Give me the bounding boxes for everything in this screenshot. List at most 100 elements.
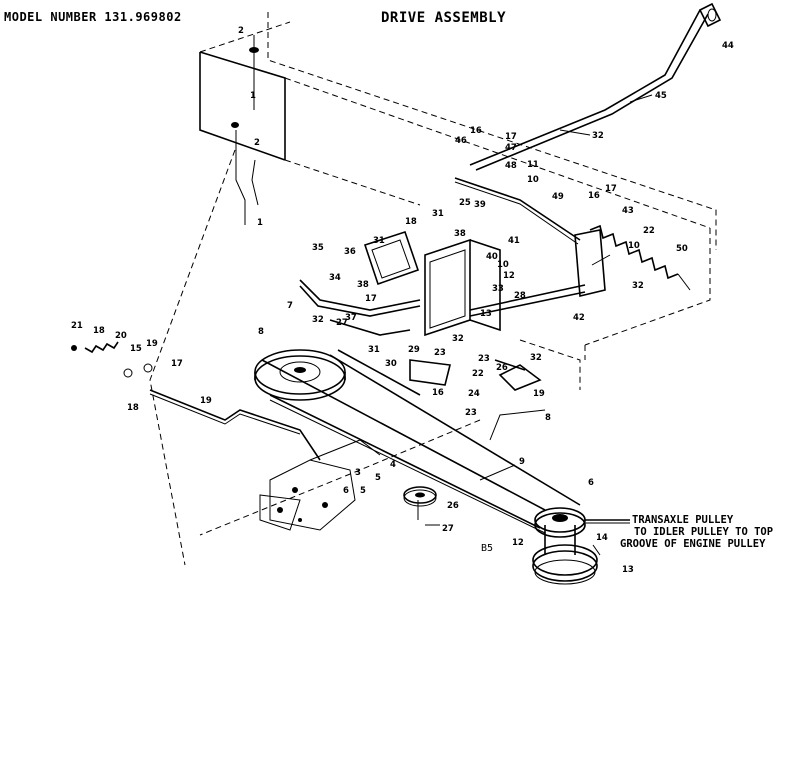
part-label: 13 <box>480 309 492 319</box>
linkage-rod <box>299 279 421 336</box>
part-label: 16 <box>588 191 600 201</box>
part-label: 17 <box>605 184 617 194</box>
part-label: 5 <box>360 486 366 496</box>
part-label: 6 <box>588 478 594 488</box>
part-label: 45 <box>655 91 667 101</box>
part-label: 19 <box>533 389 545 399</box>
part-label: 14 <box>596 533 608 543</box>
part-label: 43 <box>622 206 634 216</box>
part-label: 25 <box>459 198 471 208</box>
part-label: 24 <box>468 389 480 399</box>
part-label: 23 <box>478 354 490 364</box>
part-label: 41 <box>508 236 520 246</box>
part-label: 29 <box>408 345 420 355</box>
control-rod <box>454 177 581 245</box>
part-label: 44 <box>722 41 734 51</box>
part-label: 40 <box>486 252 498 262</box>
part-label: 8 <box>545 413 551 423</box>
transaxle-body <box>259 439 381 531</box>
tension-spring <box>589 224 691 291</box>
part-label: 11 <box>527 160 539 170</box>
part-label: 17 <box>365 294 377 304</box>
hardware-bolts <box>231 35 259 225</box>
idler-pulley <box>403 486 437 520</box>
part-label: 19 <box>146 339 158 349</box>
part-label: 32 <box>592 131 604 141</box>
part-label: 10 <box>628 241 640 251</box>
part-label: 2 <box>238 26 244 36</box>
part-label: 2 <box>254 138 260 148</box>
part-label: 26 <box>447 501 459 511</box>
part-label: 17 <box>171 359 183 369</box>
part-label: 15 <box>130 344 142 354</box>
part-label: 34 <box>329 273 341 283</box>
part-label: 16 <box>470 126 482 136</box>
part-label: 36 <box>344 247 356 257</box>
part-label: 37 <box>345 313 357 323</box>
part-label: 6 <box>343 486 349 496</box>
part-label: 31 <box>373 236 385 246</box>
lower-bracket <box>409 359 542 391</box>
part-label: 21 <box>71 321 83 331</box>
part-labels: 2 1 2 1 44 45 32 46 16 17 47 48 11 10 49… <box>71 26 734 575</box>
part-label: 8 <box>258 327 264 337</box>
part-label: 3 <box>355 468 361 478</box>
part-label: 32 <box>452 334 464 344</box>
part-label: 1 <box>257 218 263 228</box>
part-label: 27 <box>336 318 348 328</box>
drive-belt <box>261 349 581 534</box>
part-label: 7 <box>287 301 293 311</box>
part-label: 30 <box>385 359 397 369</box>
part-label: 22 <box>472 369 484 379</box>
part-label: 31 <box>432 209 444 219</box>
cross-shaft <box>469 229 606 317</box>
part-label: 22 <box>643 226 655 236</box>
part-label: 18 <box>405 217 417 227</box>
part-label: 12 <box>503 271 515 281</box>
part-label: 16 <box>432 388 444 398</box>
part-label: 23 <box>465 408 477 418</box>
engine-pulley <box>254 349 346 401</box>
part-label: 19 <box>200 396 212 406</box>
part-label: 18 <box>127 403 139 413</box>
part-label: 27 <box>442 524 454 534</box>
part-label: 32 <box>312 315 324 325</box>
callout-line-3: GROOVE OF ENGINE PULLEY <box>620 538 766 550</box>
mounting-bracket <box>363 230 501 337</box>
part-label: 20 <box>115 331 127 341</box>
part-label: 4 <box>390 460 396 470</box>
part-label: 12 <box>512 538 524 548</box>
part-label: 23 <box>434 348 446 358</box>
part-label: 38 <box>454 229 466 239</box>
part-label: 46 <box>455 136 467 146</box>
part-label: 26 <box>496 363 508 373</box>
brake-rod <box>71 341 321 461</box>
drawing-code: B5 <box>481 543 494 554</box>
part-label: 32 <box>530 353 542 363</box>
part-label: 13 <box>622 565 634 575</box>
part-label: 1 <box>250 91 256 101</box>
model-number: MODEL NUMBER 131.969802 <box>4 10 182 24</box>
part-label: 33 <box>492 284 504 294</box>
part-label: 47 <box>505 143 517 153</box>
part-label: 17 <box>505 132 517 142</box>
part-label: 38 <box>357 280 369 290</box>
callout-line-1: TRANSAXLE PULLEY <box>632 514 734 526</box>
part-label: 35 <box>312 243 324 253</box>
pulley-callout: TRANSAXLE PULLEY TO IDLER PULLEY TO TOP … <box>620 514 774 550</box>
part-label: 48 <box>505 161 517 171</box>
leader-lines <box>425 94 653 556</box>
part-label: 31 <box>368 345 380 355</box>
callout-line-2: TO IDLER PULLEY TO TOP <box>634 526 774 538</box>
transaxle-pulley <box>532 507 630 585</box>
diagram-title: DRIVE ASSEMBLY <box>381 10 507 26</box>
part-label: 42 <box>573 313 585 323</box>
part-label: 10 <box>527 175 539 185</box>
part-label: 49 <box>552 192 564 202</box>
part-label: 5 <box>375 473 381 483</box>
part-label: 39 <box>474 200 486 210</box>
part-label: 9 <box>519 457 525 467</box>
shift-lever-rod <box>469 2 722 171</box>
part-label: 18 <box>93 326 105 336</box>
